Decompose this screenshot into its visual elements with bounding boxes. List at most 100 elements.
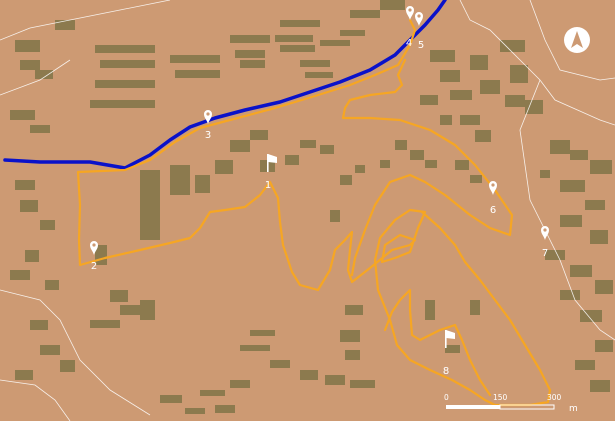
building-block [280,20,320,27]
map-marker-4[interactable]: 4 [406,6,414,49]
building-footprints [10,0,613,414]
building-block [340,175,352,185]
pin-icon [406,6,414,20]
map-marker-7[interactable]: 7 [541,226,549,259]
building-block [575,360,595,370]
building-block [540,170,550,178]
building-block [445,345,460,353]
building-block [440,115,452,125]
building-block [300,370,318,380]
building-block [300,60,330,67]
building-block [560,290,580,300]
building-block [350,10,380,18]
building-block [380,160,390,168]
map-marker-5[interactable]: 5 [415,12,424,51]
building-block [480,80,500,94]
map-marker-8[interactable]: 8 [443,330,455,377]
building-block [140,300,155,320]
building-block [430,50,455,62]
building-block [320,145,334,154]
route-line[interactable] [76,18,552,407]
building-block [510,65,528,83]
building-block [595,280,613,294]
building-block [200,390,225,396]
building-block [580,310,602,322]
building-block [440,70,460,82]
pin-icon [204,110,212,124]
building-block [215,405,235,413]
building-block [410,150,424,160]
building-block [15,370,33,380]
building-block [120,305,150,315]
pin-icon-center [206,112,210,116]
building-block [230,380,250,388]
building-block [300,140,316,148]
building-block [185,408,205,414]
building-block [280,45,315,52]
building-block [230,35,270,43]
building-block [505,95,525,107]
building-block [590,380,610,392]
building-block [250,330,275,336]
marker-label: 1 [265,180,271,191]
marker-label: 4 [406,38,412,49]
pin-icon [489,181,497,195]
building-block [95,80,155,88]
building-block [40,345,60,355]
map-marker-1[interactable]: 1 [265,154,277,191]
flag-icon [267,154,277,172]
building-block [110,290,128,302]
building-block [160,395,182,403]
map-marker-6[interactable]: 6 [489,181,497,216]
marker-label: 7 [542,248,548,259]
building-block [345,305,363,315]
pin-icon-center [92,243,96,247]
building-block [475,130,491,142]
building-block [590,160,612,174]
building-block [235,50,265,58]
building-block [60,360,75,372]
pin-icon [415,12,423,26]
building-block [550,140,570,154]
building-block [215,160,233,174]
building-block [15,180,35,190]
scale-unit: m [569,404,578,414]
building-block [350,380,375,388]
building-block [470,175,482,183]
building-block [590,230,608,244]
building-block [585,200,605,210]
building-block [470,300,480,315]
scale-bar-segment-1 [446,405,500,409]
building-block [355,165,365,173]
building-block [55,20,75,30]
building-block [175,70,220,78]
building-block [330,210,340,222]
scale-bar-segment-2 [499,404,555,410]
building-block [100,60,155,68]
building-block [470,55,488,70]
building-block [10,270,30,280]
scale-tick-0: 0 [444,393,449,402]
pin-icon-center [417,14,421,18]
flag-icon [445,330,455,348]
map-marker-2[interactable]: 2 [90,241,98,272]
building-block [420,95,438,105]
building-block [240,345,270,351]
building-block [240,60,265,68]
building-block [455,160,469,170]
building-block [340,330,360,342]
building-block [380,0,405,10]
building-block [305,72,333,78]
building-block [525,100,543,114]
building-block [40,220,55,230]
map-marker-3[interactable]: 3 [204,110,212,141]
marker-label: 6 [490,205,496,216]
building-block [20,200,38,212]
building-block [570,265,592,277]
building-block [20,60,40,70]
building-block [545,250,565,260]
building-block [425,160,437,168]
